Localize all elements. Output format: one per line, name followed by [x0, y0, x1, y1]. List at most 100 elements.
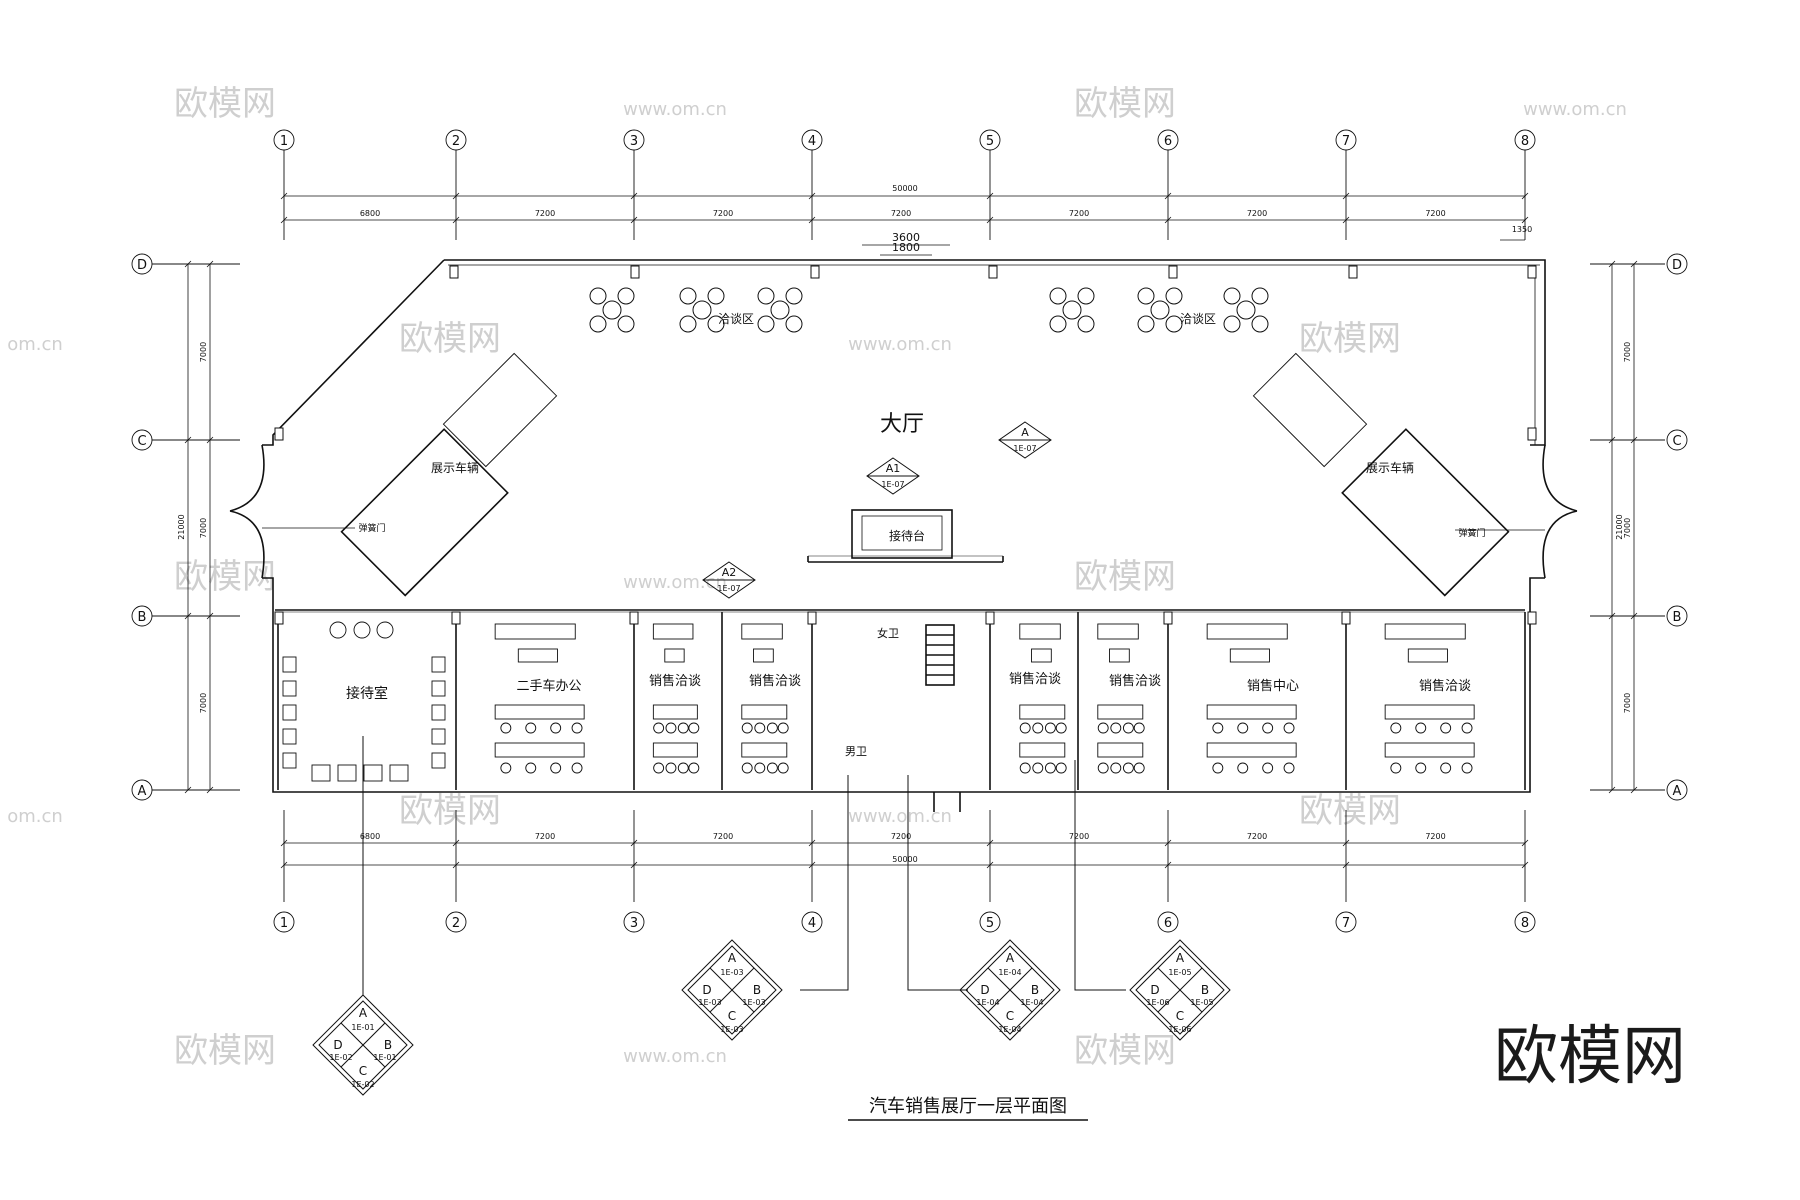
sales-talk-label-3: 销售洽谈	[1009, 671, 1061, 687]
chair	[1212, 762, 1224, 774]
dimension-tick	[808, 839, 816, 847]
grid-label-right-D: D	[1672, 258, 1682, 273]
table-top	[1236, 300, 1256, 320]
dimension-tick	[630, 216, 638, 224]
diamond-letter: B	[753, 983, 761, 997]
chair	[589, 315, 607, 333]
chair	[665, 762, 677, 774]
grid-bubble-top-2	[445, 129, 467, 151]
grid-bubble-top-1	[273, 129, 295, 151]
diamond-letter: D	[980, 983, 989, 997]
table-top	[602, 300, 622, 320]
grid-label-bottom-8: 8	[1521, 916, 1529, 931]
dimension-tick	[1521, 839, 1529, 847]
dimension-tick	[206, 436, 214, 444]
chair	[1055, 762, 1067, 774]
diamond-letter: D	[333, 1038, 342, 1052]
dimension-side-span-left: 7000	[199, 518, 208, 538]
grid-bubble-bottom-1	[273, 911, 295, 933]
index-leader-lines	[362, 736, 1126, 995]
dimension-tick	[184, 786, 192, 794]
dimension-span-top: 7200	[1247, 209, 1267, 218]
sofa	[1384, 623, 1466, 640]
negotiation-table	[1137, 287, 1183, 333]
tv-cabinet	[664, 648, 685, 663]
dimension-tick	[1608, 786, 1616, 794]
dimension-tick	[1164, 216, 1172, 224]
diamond-code: 1E-04	[998, 1025, 1021, 1034]
watermark-brand: 欧模网	[174, 1031, 276, 1071]
armchair	[282, 656, 297, 673]
diamond-code: 1E-04	[998, 968, 1021, 977]
dimension-tick	[452, 839, 460, 847]
diamond-letter: C	[728, 1009, 736, 1023]
dimension-tick	[1342, 192, 1350, 200]
office-desks	[282, 621, 1475, 782]
desk	[494, 742, 585, 758]
chair	[679, 287, 697, 305]
dimension-span-bottom: 7200	[891, 832, 911, 841]
desk	[652, 704, 698, 720]
marker-a-top: A	[1021, 426, 1029, 439]
chair	[1122, 762, 1134, 774]
dimension-span-bottom: 7200	[1247, 832, 1267, 841]
drawing-title: 汽车销售展厅一层平面图	[869, 1096, 1067, 1117]
chair	[1032, 762, 1044, 774]
grid-bubble-top-5	[979, 129, 1001, 151]
grid-bubble-left-B	[131, 605, 153, 627]
grid-label-top-7: 7	[1342, 134, 1350, 149]
tv-cabinet	[517, 648, 558, 663]
dimension-tick	[630, 861, 638, 869]
grid-bubble-left-C	[131, 429, 153, 451]
grid-bubble-right-B	[1666, 605, 1688, 627]
watermark-url: www.om.cn	[623, 572, 727, 593]
chair	[1262, 762, 1274, 774]
chair	[1097, 762, 1109, 774]
chair	[707, 287, 725, 305]
diamond-code: 1E-06	[1168, 1025, 1191, 1034]
chair	[1097, 722, 1109, 734]
diamond-letter: C	[1006, 1009, 1014, 1023]
dimension-span-bottom: 7200	[713, 832, 733, 841]
desk	[741, 742, 788, 758]
grid-label-bottom-6: 6	[1164, 916, 1172, 931]
dimension-tick	[986, 192, 994, 200]
sales-talk-label-1: 销售洽谈	[649, 673, 701, 689]
plant	[329, 621, 347, 639]
grid-bubble-bottom-4	[801, 911, 823, 933]
dimension-tick	[280, 839, 288, 847]
dimension-tick	[280, 192, 288, 200]
dimension-tick	[1630, 612, 1638, 620]
dimension-tick	[808, 861, 816, 869]
grid-label-bottom-5: 5	[986, 916, 994, 931]
chair	[571, 762, 583, 774]
sofa	[652, 623, 694, 640]
dimension-tick	[1342, 839, 1350, 847]
dimension-span-top: 7200	[891, 209, 911, 218]
grid-label-top-2: 2	[452, 134, 460, 149]
dimension-tick	[1608, 612, 1616, 620]
diamond-inner	[318, 1000, 408, 1090]
chair	[617, 315, 635, 333]
grid-label-top-4: 4	[808, 134, 816, 149]
grid-label-bottom-7: 7	[1342, 916, 1350, 931]
diamond-divider	[987, 967, 1033, 1013]
sales-talk-label-2: 销售洽谈	[749, 673, 801, 689]
dimension-span-bottom: 7200	[1425, 832, 1445, 841]
dimension-span-bottom: 7200	[1069, 832, 1089, 841]
armchair	[431, 656, 446, 673]
chair	[679, 315, 697, 333]
diamond-inner	[965, 945, 1055, 1035]
armchair	[363, 764, 383, 782]
chair	[1032, 722, 1044, 734]
tv-cabinet	[753, 648, 774, 663]
dimension-tick	[1164, 839, 1172, 847]
dimension-span-top: 7200	[1069, 209, 1089, 218]
diamond-code: 1E-01	[373, 1053, 396, 1062]
grid-label-left-D: D	[137, 258, 147, 273]
dimension-tick	[1630, 260, 1638, 268]
grid-bubble-top-7	[1335, 129, 1357, 151]
chair	[1223, 287, 1241, 305]
table-top	[1150, 300, 1170, 320]
chair	[1019, 762, 1031, 774]
